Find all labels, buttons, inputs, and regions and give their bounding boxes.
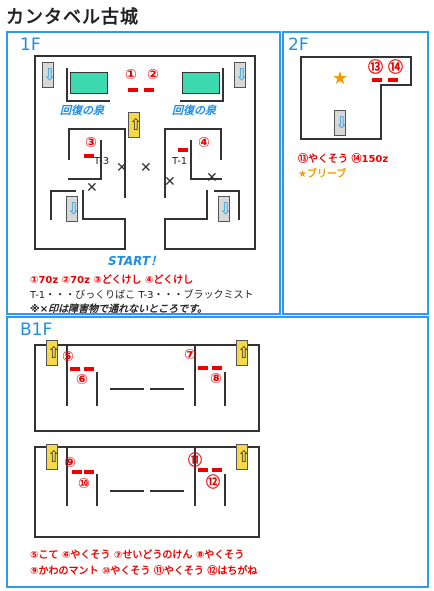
stair-up-1f-center[interactable]: ⇧ bbox=[128, 112, 143, 138]
stair-down-1f-bottom-right[interactable]: ⇩ bbox=[218, 196, 233, 222]
x-mark-icon: ✕ bbox=[86, 180, 98, 196]
chest-14 bbox=[388, 78, 398, 82]
marker-1: ① bbox=[125, 67, 137, 83]
stair-up-b1f-2[interactable]: ⇧ bbox=[236, 340, 251, 366]
legend-b1f-line2: ⑨かわのマント ⑩やくそう ⑪やくそう ⑫はちがね bbox=[30, 566, 258, 577]
marker-5: ⑤ bbox=[62, 349, 74, 365]
chest-12 bbox=[212, 468, 222, 472]
floor-2f-panel: 2F bbox=[282, 31, 429, 315]
legend-2f-star: ★ブリーブ bbox=[298, 169, 347, 180]
chest-10 bbox=[84, 470, 94, 474]
chest-4 bbox=[178, 148, 188, 152]
marker-9: ⑨ bbox=[64, 455, 76, 471]
marker-2: ② bbox=[147, 67, 159, 83]
marker-13: ⑬ bbox=[368, 58, 384, 76]
chest-13 bbox=[372, 78, 382, 82]
marker-10: ⑩ bbox=[78, 476, 90, 492]
stair-down-1f-bottom-left[interactable]: ⇩ bbox=[66, 196, 81, 222]
floor-2f-label: 2F bbox=[288, 35, 309, 55]
stair-up-b1f-3[interactable]: ⇧ bbox=[46, 444, 61, 470]
x-mark-icon: ✕ bbox=[164, 174, 176, 190]
up-arrow-icon: ⇧ bbox=[129, 115, 143, 134]
start-label: START！ bbox=[108, 254, 163, 268]
down-arrow-icon: ⇩ bbox=[219, 199, 233, 218]
marker-14: ⑭ bbox=[388, 58, 404, 76]
chest-11 bbox=[198, 468, 208, 472]
legend-1f-obstacle-note: ※×印は障害物で通れないところです。 bbox=[30, 304, 208, 315]
chest-6 bbox=[84, 367, 94, 371]
fountain-label-left: 回復の泉 bbox=[60, 104, 104, 117]
marker-12: ⑫ bbox=[206, 475, 220, 491]
marker-11: ⑪ bbox=[188, 453, 202, 469]
floor-1f-label: 1F bbox=[20, 35, 41, 55]
marker-8: ⑧ bbox=[210, 371, 222, 387]
chest-8 bbox=[212, 366, 222, 370]
stair-up-b1f-4[interactable]: ⇧ bbox=[236, 444, 251, 470]
stair-down-2f[interactable]: ⇩ bbox=[334, 110, 349, 136]
floor-1f-panel: 1F bbox=[6, 31, 281, 315]
trap-t3-label: T-3 bbox=[94, 156, 110, 167]
chest-3 bbox=[84, 154, 94, 158]
stair-down-1f-top-right[interactable]: ⇩ bbox=[234, 62, 249, 88]
chest-5 bbox=[70, 367, 80, 371]
fountain-label-right: 回復の泉 bbox=[172, 104, 216, 117]
legend-1f-traps: T-1・・・びっくりばこ T-3・・・ブラックミスト bbox=[30, 290, 254, 301]
map-title: カンタベル古城 bbox=[6, 7, 139, 28]
stair-down-1f-top-left[interactable]: ⇩ bbox=[42, 62, 57, 88]
down-arrow-icon: ⇩ bbox=[235, 65, 249, 84]
legend-b1f-line1: ⑤こて ⑥やくそう ⑦せいどうのけん ⑧やくそう bbox=[30, 550, 245, 561]
stair-up-b1f-1[interactable]: ⇧ bbox=[46, 340, 61, 366]
down-arrow-icon: ⇩ bbox=[67, 199, 81, 218]
x-mark-icon: ✕ bbox=[116, 160, 128, 176]
marker-3: ③ bbox=[85, 135, 97, 151]
star-icon: ★ bbox=[332, 68, 349, 89]
down-arrow-icon: ⇩ bbox=[335, 113, 349, 132]
chest-7 bbox=[198, 366, 208, 370]
marker-7: ⑦ bbox=[184, 347, 196, 363]
marker-4: ④ bbox=[198, 135, 210, 151]
up-arrow-icon: ⇧ bbox=[47, 343, 61, 362]
floor-b1f-panel: B1F bbox=[6, 316, 429, 588]
up-arrow-icon: ⇧ bbox=[237, 343, 251, 362]
trap-t1-label: T-1 bbox=[172, 156, 188, 167]
chest-1 bbox=[128, 88, 138, 92]
fountain-left bbox=[70, 72, 108, 94]
fountain-right bbox=[182, 72, 220, 94]
x-mark-icon: ✕ bbox=[206, 170, 218, 186]
up-arrow-icon: ⇧ bbox=[47, 447, 61, 466]
floor-b1f-label: B1F bbox=[20, 320, 53, 340]
down-arrow-icon: ⇩ bbox=[43, 65, 57, 84]
up-arrow-icon: ⇧ bbox=[237, 447, 251, 466]
marker-6: ⑥ bbox=[76, 372, 88, 388]
chest-2 bbox=[144, 88, 154, 92]
x-mark-icon: ✕ bbox=[140, 160, 152, 176]
chest-9 bbox=[72, 470, 82, 474]
legend-1f-items: ①70z ②70z ③どくけし ④どくけし bbox=[30, 275, 194, 286]
legend-2f-items: ⑬やくそう ⑭150z bbox=[298, 154, 389, 165]
